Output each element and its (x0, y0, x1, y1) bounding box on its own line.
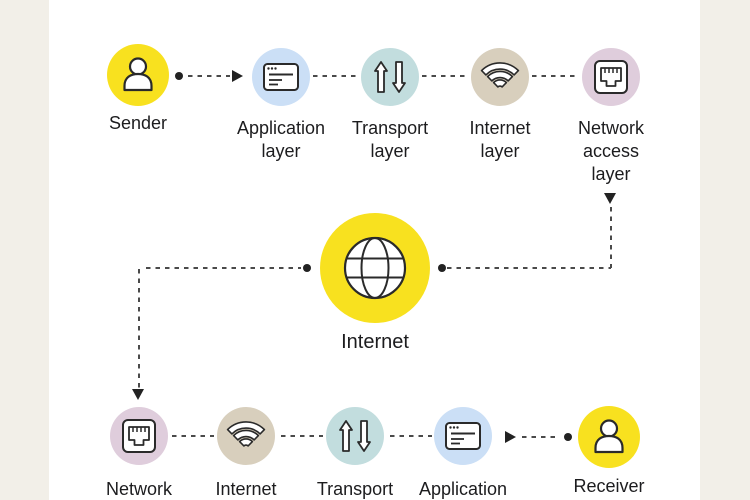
arrowhead-right-icon (232, 70, 243, 82)
up-down-arrows-icon (335, 416, 375, 456)
node-internet-bottom (217, 407, 275, 465)
node-sender (107, 44, 169, 106)
connector-networkaccess-vertical (610, 207, 612, 268)
internet-bottom-label: Internet (215, 479, 277, 499)
transport-layer-label: Transport layer (351, 118, 429, 161)
internet-hub-label: Internet (341, 331, 409, 353)
right-margin-strip (700, 0, 750, 500)
node-transport-layer (361, 48, 419, 106)
person-icon (118, 55, 158, 95)
browser-window-icon (261, 57, 301, 97)
connector-application-transport (313, 75, 358, 77)
internet-layer-label: Internet layer (469, 118, 531, 161)
receiver-label: Receiver (573, 476, 645, 496)
node-internet-layer (471, 48, 529, 106)
node-receiver (578, 406, 640, 468)
connector-transport-internet (422, 75, 467, 77)
connector-dot (175, 72, 183, 80)
application-bottom-label: Application (418, 479, 508, 499)
arrowhead-down-icon (604, 193, 616, 204)
browser-window-icon (443, 416, 483, 456)
arrowhead-down-icon (132, 389, 144, 400)
connector-dot (438, 264, 446, 272)
connector-dot (303, 264, 311, 272)
network-access-layer-label: Network access layer (577, 118, 644, 184)
transport-bottom-label: Transport (316, 479, 394, 499)
connector-networkaccess-horizontal (447, 267, 611, 269)
ethernet-port-icon (119, 416, 159, 456)
application-layer-label: Application layer (236, 118, 326, 161)
node-network-access-layer (582, 48, 640, 106)
person-icon (589, 417, 629, 457)
connector-internet-networkaccess (532, 75, 577, 77)
connector-internet-horizontal (146, 267, 301, 269)
node-internet-hub (320, 213, 430, 323)
node-transport-bottom (326, 407, 384, 465)
node-application-bottom (434, 407, 492, 465)
wifi-icon (478, 58, 522, 96)
network-bottom-label: Network (105, 479, 172, 499)
sender-label: Sender (108, 113, 168, 133)
connector-transport-application-bottom (390, 435, 432, 437)
ethernet-port-icon (591, 57, 631, 97)
connector-internet-vertical (138, 269, 140, 388)
connector-sender-application (188, 75, 230, 77)
connector-network-internet-bottom (172, 435, 214, 437)
up-down-arrows-icon (370, 57, 410, 97)
left-margin-strip (0, 0, 49, 500)
connector-dot (564, 433, 572, 441)
node-network-bottom (110, 407, 168, 465)
connector-application-receiver (522, 436, 560, 438)
wifi-icon (224, 417, 268, 455)
node-application-layer (252, 48, 310, 106)
globe-icon (342, 235, 408, 301)
arrowhead-right-icon (505, 431, 516, 443)
connector-internet-transport-bottom (281, 435, 323, 437)
